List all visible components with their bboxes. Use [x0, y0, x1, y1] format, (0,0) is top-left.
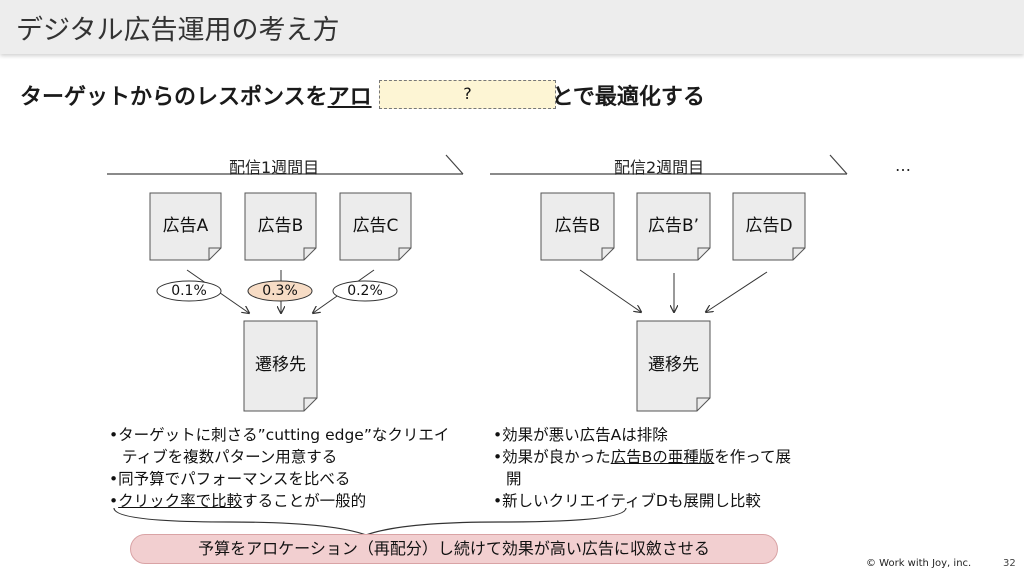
week2-heading: 配信2週間目 [614, 158, 705, 177]
ad-document-b [244, 192, 317, 261]
ad-label-d: 広告D [745, 216, 793, 236]
more-ellipsis: … [895, 156, 911, 175]
week1-bullet-3-suffix: することが一般的 [242, 492, 367, 510]
week1-bullet-1: •ターゲットに刺さる”cutting edge”なクリエイティブを複数パターン用… [109, 424, 479, 468]
destination-label-week1: 遷移先 [255, 355, 306, 375]
arrow-b2-to-destination [579, 269, 641, 312]
ad-document-b-prime [636, 192, 711, 261]
week1-heading: 配信1週間目 [229, 158, 320, 177]
arrow-d-to-destination [706, 271, 768, 312]
ad-label-a: 広告A [162, 216, 209, 236]
ad-document-b-week2 [540, 192, 615, 261]
ad-label-b-week2: 広告B [554, 216, 601, 236]
week2-bullet-2-line2: 開 [506, 470, 522, 488]
week2-bullet-2: •効果が良かった広告Bの亜種版を作って展開 [493, 446, 863, 490]
subtitle-underlined: アロ [327, 85, 372, 110]
page-number: 32 [1003, 558, 1016, 569]
rate-ellipse-b [247, 280, 313, 302]
week2-bullet-2-suffix: を作って展 [714, 448, 792, 466]
rate-label-a: 0.1% [171, 283, 207, 299]
destination-document-week2 [636, 320, 711, 412]
rate-ellipse-c [332, 280, 398, 302]
subtitle-before: ターゲットからのレスポンスを [20, 85, 328, 110]
subtitle-after: とで最適化する [551, 85, 705, 110]
ad-label-c: 広告C [352, 216, 399, 236]
week2-bullet-2-prefix: •効果が良かった [493, 448, 611, 466]
quiz-placeholder-text: ? [463, 84, 472, 103]
summary-brace [113, 507, 627, 536]
ad-document-c [339, 192, 412, 261]
week1-bullet-2: •同予算でパフォーマンスを比べる [109, 470, 351, 488]
week1-bullet-list: •ターゲットに刺さる”cutting edge”なクリエイティブを複数パターン用… [109, 424, 479, 512]
rate-label-b: 0.3% [262, 283, 298, 299]
title-bar [0, 0, 1024, 54]
week1-heading-rule [107, 154, 464, 175]
ad-label-b: 広告B [257, 216, 304, 236]
quiz-placeholder-box[interactable] [379, 80, 556, 109]
week2-bullet-2-underlined: 広告Bの亜種版 [610, 448, 715, 466]
week2-bullet-3: •新しいクリエイティブDも展開し比較 [493, 492, 761, 510]
summary-banner: 予算をアロケーション（再配分）し続けて効果が高い広告に収斂させる [130, 534, 778, 564]
slide-subtitle: ターゲットからのレスポンスをアロ とで最適化する [20, 79, 705, 111]
week1-bullet-1-line1: •ターゲットに刺さる”cutting edge”なクリエイ [109, 426, 450, 444]
copyright-notice: © Work with Joy, inc. [866, 558, 972, 569]
week1-bullet-1-line2: ティブを複数パターン用意する [122, 448, 338, 466]
week2-bullet-list: •効果が悪い広告Aは排除 •効果が良かった広告Bの亜種版を作って展開 •新しいク… [493, 424, 863, 512]
week1-bullet-3-underlined: クリック率で比較 [118, 492, 243, 510]
slide-title: デジタル広告運用の考え方 [16, 15, 340, 46]
week1-bullet-3-prefix: • [109, 492, 119, 510]
destination-document-week1 [243, 320, 318, 412]
rate-ellipse-a [156, 280, 222, 302]
ad-document-d [732, 192, 806, 261]
week2-bullet-1: •効果が悪い広告Aは排除 [493, 426, 668, 444]
rate-label-c: 0.2% [347, 283, 383, 299]
destination-label-week2: 遷移先 [648, 355, 699, 375]
week2-heading-rule [490, 154, 848, 175]
ad-document-a [149, 192, 222, 261]
week1-bullet-3: •クリック率で比較することが一般的 [109, 490, 479, 512]
ad-label-b-prime: 広告B’ [647, 216, 700, 236]
